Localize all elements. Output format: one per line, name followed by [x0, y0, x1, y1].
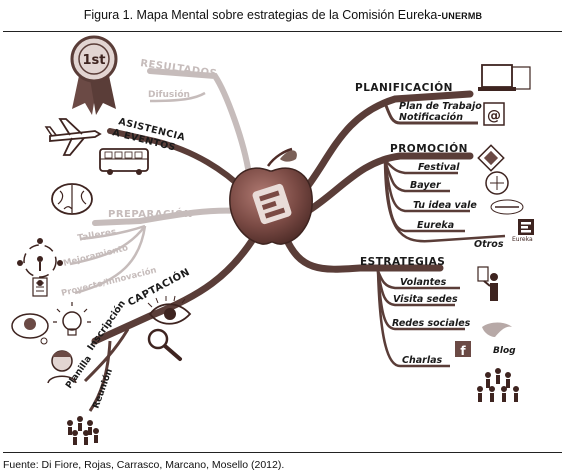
label-promocion: PROMOCIÓN [390, 142, 468, 155]
label-volantes: Volantes [400, 277, 447, 288]
first-place-award-icon: 1st [70, 35, 118, 115]
label-tu-idea-vale: Tu idea vale [413, 200, 477, 211]
branch-captacion [83, 232, 259, 412]
document-icon [32, 277, 48, 297]
meeting-people-icon [67, 416, 99, 445]
twitter-bird-icon [482, 322, 512, 337]
computer-icon [478, 64, 531, 91]
brain-icon [51, 183, 93, 215]
figure-frame [3, 31, 562, 453]
svg-text:@: @ [487, 108, 501, 124]
email-at-icon: @ [483, 102, 505, 126]
festival-badge-icon [477, 144, 505, 172]
eureka-logo-text: Eureka [512, 236, 533, 243]
label-blog: Blog [493, 346, 516, 356]
label-notificacion: Notificación [399, 112, 463, 123]
bayer-logo-icon [485, 171, 509, 195]
person-face-icon [47, 350, 77, 384]
label-bayer: Bayer [410, 180, 442, 191]
label-plan-de-trabajo: Plan de Trabajo [399, 101, 482, 112]
figure-title-suffix: UNERMB [441, 11, 483, 21]
branch-estrategias [281, 232, 465, 368]
figure-source: Fuente: Di Fiore, Rojas, Carrasco, Marca… [3, 459, 285, 471]
label-difusion: Difusión [148, 89, 190, 100]
svg-text:f: f [460, 344, 466, 358]
bus-icon [99, 148, 149, 175]
audience-people-icon [477, 368, 519, 402]
eureka-logo-icon: Eureka [512, 219, 534, 243]
award-thought-icon [11, 313, 49, 345]
label-redes-sociales: Redes sociales [392, 318, 471, 329]
eye-icon [147, 295, 192, 325]
team-circle-icon [17, 238, 63, 286]
presenter-icon [477, 266, 498, 301]
label-eureka: Eureka [417, 220, 454, 231]
figure-title: Figura 1. Mapa Mental sobre estrategias … [0, 8, 566, 22]
label-talleres: Talleres [77, 227, 117, 244]
airplane-icon [44, 118, 102, 156]
center-apple-icon [229, 147, 313, 245]
label-preparacion: PREPARACIÓN [108, 207, 193, 220]
mind-map: PLANIFICACIÓN Plan de Trabajo Notificaci… [11, 35, 534, 445]
branch-preparacion [69, 207, 243, 295]
label-mejoramiento: Mejoramiento [62, 243, 129, 269]
first-place-badge-text: 1st [83, 53, 106, 68]
tu-idea-vale-logo-icon [490, 199, 524, 215]
label-festival: Festival [418, 162, 460, 173]
branch-planificacion [296, 90, 478, 200]
lightbulb-icon [53, 302, 91, 336]
facebook-icon: f [455, 341, 471, 358]
label-otros: Otros [474, 239, 504, 250]
figure-title-main: Figura 1. Mapa Mental sobre estrategias … [83, 8, 442, 22]
label-visita-sedes: Visita sedes [393, 294, 458, 305]
branch-promocion [304, 152, 506, 243]
magnifier-icon [147, 328, 182, 361]
label-planificacion: PLANIFICACIÓN [355, 81, 453, 94]
label-estrategias: ESTRATEGIAS [360, 256, 445, 268]
branch-resultados [147, 68, 253, 184]
label-resultados: RESULTADOS [140, 58, 218, 80]
label-charlas: Charlas [402, 355, 442, 366]
